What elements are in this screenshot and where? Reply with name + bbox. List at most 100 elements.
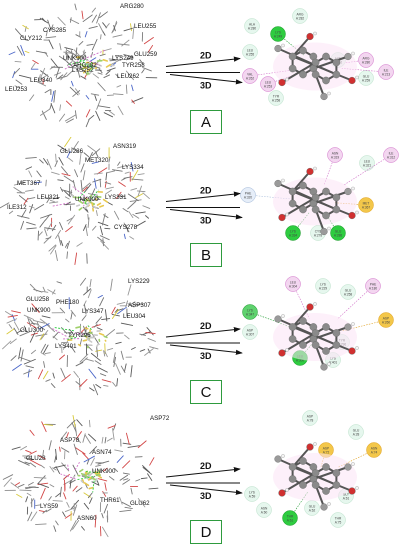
residue-label-3d: UNK900	[75, 196, 99, 203]
bond-stick	[83, 325, 86, 332]
carbon-atom	[320, 363, 328, 371]
bond-stick	[96, 98, 102, 110]
residue-label-3d: MET320	[85, 157, 109, 164]
bond-stick	[114, 468, 119, 472]
residue-label-3d: LEU304	[123, 313, 146, 320]
ligand-stick	[72, 475, 76, 479]
bond-stick	[60, 189, 73, 193]
carbon-atom	[288, 52, 297, 61]
bond-stick	[89, 57, 97, 62]
residue-chain-2d: A:78	[307, 419, 314, 423]
bond-stick	[108, 58, 122, 61]
residue-chain-2d: A:62	[309, 509, 316, 513]
residue-chain-2d: A:255	[246, 53, 255, 57]
bond-stick	[111, 309, 120, 319]
bond-stick	[13, 68, 21, 75]
bond-stick	[66, 501, 70, 508]
residue-chain-2d: A:367	[362, 206, 371, 210]
hydrogen-atom	[281, 454, 285, 458]
bond-stick	[36, 81, 47, 87]
bond-stick	[137, 440, 147, 449]
bond-stick	[101, 526, 109, 538]
residue-bubble	[359, 155, 375, 171]
bond-stick	[37, 475, 46, 485]
bond-stick	[147, 338, 156, 342]
ligand-stick	[82, 69, 87, 74]
ligand-stick	[75, 204, 81, 207]
bond-stick	[113, 356, 116, 368]
residue-chain-2d: A:253	[264, 85, 273, 89]
residue-label-3d: LYS229	[128, 278, 150, 285]
residue-bubble	[244, 486, 260, 502]
carbon-atom	[332, 70, 341, 79]
ligand-stick	[75, 56, 81, 59]
residue-bubble	[285, 225, 301, 241]
hydrogen-atom	[355, 346, 359, 350]
bond-stick	[10, 355, 17, 361]
bond-stick	[83, 152, 89, 158]
bond-stick	[65, 318, 70, 323]
ligand-stick	[93, 205, 97, 209]
bond-stick	[116, 84, 122, 88]
ligand-stick	[89, 197, 92, 202]
bond-stick	[103, 350, 106, 357]
ligand-stick	[88, 476, 92, 481]
carbon-atom	[288, 463, 297, 471]
panel-letter: A	[200, 113, 211, 131]
bond-stick	[139, 333, 147, 336]
bond-stick	[99, 225, 103, 236]
bond-stick	[16, 45, 23, 56]
bond-stick	[112, 169, 123, 172]
bond-stick	[55, 448, 58, 460]
bond-stick	[104, 436, 107, 444]
bond-stick	[51, 224, 57, 232]
bond-stick	[99, 297, 105, 307]
ligand-stick	[87, 72, 90, 75]
bond-stick	[40, 343, 46, 353]
interaction-line	[78, 58, 94, 69]
bond-stick	[14, 85, 20, 89]
residue-label-3d: GLU300	[20, 327, 44, 334]
ligand-stick	[84, 204, 90, 209]
bond-stick	[65, 226, 73, 233]
bond-stick	[102, 238, 104, 247]
residue-label-3d: CYS278	[114, 224, 138, 231]
bond-stick	[125, 84, 128, 94]
bond-stick	[51, 90, 55, 102]
bond-stick	[29, 283, 38, 292]
bond-stick	[106, 437, 113, 442]
ligand-stick	[95, 473, 102, 476]
bond-stick	[75, 381, 82, 387]
carbon-atom	[322, 487, 330, 495]
residue-chain-2d: A:312	[387, 156, 396, 160]
bond-stick	[28, 205, 35, 209]
bond-stick	[88, 433, 97, 442]
bond-stick	[85, 119, 90, 128]
carbon-atom	[332, 193, 341, 202]
diagram-2d: ASPA:78ASPA:72ASNA:74GLUA:28LYSA:59ASNA:…	[244, 410, 382, 528]
interaction-line	[52, 202, 69, 207]
bond-stick	[59, 446, 61, 452]
bond-stick	[123, 233, 126, 240]
residue-chain-2d: A:262	[246, 77, 255, 81]
ligand-stick	[94, 477, 98, 483]
bond-stick	[84, 31, 88, 38]
residue-chain-2d: A:61	[343, 497, 350, 501]
residue-label-3d: ASP72	[150, 415, 170, 422]
bond-stick	[41, 290, 49, 293]
bond-stick	[125, 432, 130, 445]
bond-stick	[113, 93, 124, 96]
residue-name-2d: VAL	[247, 73, 253, 77]
bond-stick	[105, 189, 112, 195]
bond-stick	[130, 23, 133, 32]
label-3d: 3D	[200, 216, 212, 226]
residue-chain-2d: A:60	[261, 511, 268, 515]
bond-stick	[42, 370, 49, 380]
residue-chain-2d: A:229	[319, 287, 328, 291]
ligand-stick	[82, 339, 88, 342]
carbon-atom	[332, 58, 341, 67]
hydrogen-atom	[351, 322, 355, 326]
bond-stick	[93, 323, 98, 328]
bond-stick	[120, 365, 126, 374]
